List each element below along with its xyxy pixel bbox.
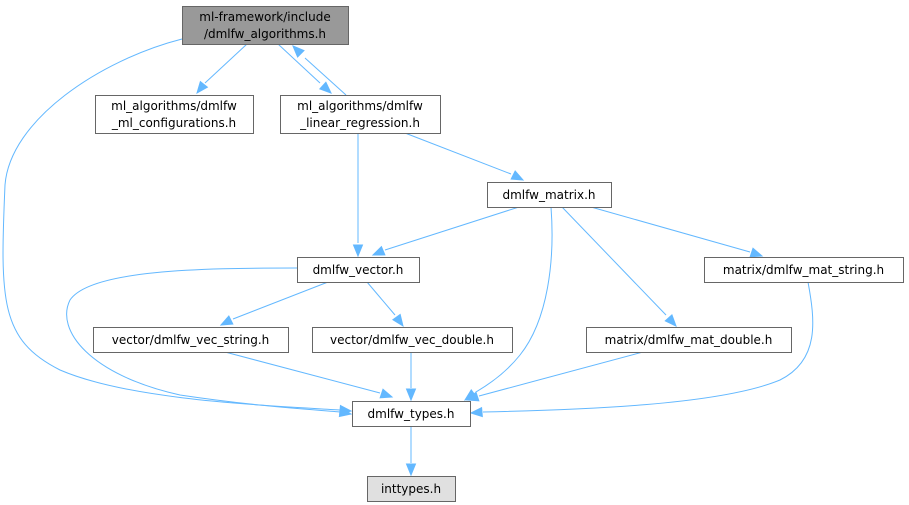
arrowhead-icon (391, 313, 404, 328)
edge-root-to-ml_config (196, 43, 248, 95)
node-box (95, 95, 254, 134)
edge-line (384, 206, 520, 251)
node-box (312, 327, 513, 353)
node-box (297, 257, 420, 283)
edge-matrix-to-mat_string (590, 206, 764, 258)
edge-vec_string-to-types (224, 351, 394, 399)
node-box (93, 327, 289, 353)
arrowhead-icon (405, 388, 417, 402)
node-box (586, 327, 792, 353)
arrowhead-icon (405, 463, 417, 477)
node-mat-string[interactable]: matrix/dmlfw_mat_string.h (704, 257, 904, 283)
node-label: /dmlfw_algorithms.h (204, 27, 326, 41)
edge-line (232, 281, 329, 320)
edge-mat_double-to-types (465, 351, 644, 402)
edge-vector-to-vec_double (366, 281, 404, 328)
arrowhead-icon (371, 245, 386, 256)
node-label: dmlfw_vector.h (313, 263, 404, 277)
edge-linreg-to-vector (352, 133, 364, 258)
edge-line (224, 351, 381, 394)
edge-vec_double-to-types (405, 352, 417, 402)
node-label: _ml_configurations.h (111, 116, 236, 130)
node-label: vector/dmlfw_vec_double.h (330, 333, 494, 347)
node-vec-double[interactable]: vector/dmlfw_vec_double.h (312, 327, 513, 353)
node-box (352, 401, 471, 427)
edge-types-to-inttypes (405, 426, 417, 477)
arrowhead-icon (352, 244, 364, 258)
arrowhead-icon (469, 406, 483, 418)
arrowhead-icon (379, 388, 394, 399)
node-label: vector/dmlfw_vec_string.h (112, 333, 270, 347)
arrowhead-icon (318, 81, 332, 94)
edge-line (482, 281, 814, 413)
node-matrix[interactable]: dmlfw_matrix.h (487, 182, 612, 208)
arrowhead-icon (749, 247, 764, 258)
edge-vector-to-types (66, 267, 353, 418)
node-label: _linear_regression.h (299, 116, 420, 130)
arrowhead-icon (510, 170, 525, 181)
edge-line (561, 206, 667, 316)
node-label: inttypes.h (381, 482, 441, 496)
edges-layer (2, 38, 814, 477)
edge-linreg-to-root (292, 45, 347, 96)
edge-line (478, 351, 644, 397)
edge-vector-to-vec_string (219, 281, 329, 326)
edge-line (590, 206, 751, 253)
edge-line (404, 132, 512, 175)
node-ml-config[interactable]: ml_algorithms/dmlfw _ml_configurations.h (95, 95, 254, 134)
edge-mat_string-to-types (469, 281, 814, 418)
node-box (182, 6, 349, 45)
node-box (280, 95, 441, 134)
edge-root-to-linreg (277, 43, 332, 94)
arrowhead-icon (196, 80, 209, 95)
node-label: dmlfw_types.h (368, 407, 455, 421)
edge-matrix-to-vector (371, 206, 520, 256)
arrowhead-icon (292, 45, 305, 58)
edge-line (66, 267, 341, 413)
edge-line (366, 281, 396, 316)
arrowhead-icon (664, 313, 677, 327)
node-linreg[interactable]: ml_algorithms/dmlfw _linear_regression.h (280, 95, 441, 134)
arrowhead-icon (338, 406, 353, 418)
node-label: matrix/dmlfw_mat_string.h (723, 263, 884, 277)
node-box (704, 257, 904, 283)
node-vector[interactable]: dmlfw_vector.h (297, 257, 420, 283)
node-types[interactable]: dmlfw_types.h (352, 401, 471, 427)
node-box (367, 476, 456, 502)
node-box (487, 182, 612, 208)
node-vec-string[interactable]: vector/dmlfw_vec_string.h (93, 327, 289, 353)
node-label: ml_algorithms/dmlfw (297, 99, 423, 113)
node-label: matrix/dmlfw_mat_double.h (605, 333, 773, 347)
edge-line (475, 206, 553, 393)
node-label: ml-framework/include (199, 10, 331, 24)
node-root[interactable]: ml-framework/include/dmlfw_algorithms.h (182, 6, 349, 45)
arrowhead-icon (219, 315, 234, 326)
arrowhead-icon (465, 391, 480, 402)
node-inttypes: inttypes.h (367, 476, 456, 502)
node-mat-double[interactable]: matrix/dmlfw_mat_double.h (586, 327, 792, 353)
edge-line (277, 43, 321, 84)
edge-line (2, 38, 341, 411)
node-label: ml_algorithms/dmlfw (111, 99, 237, 113)
node-label: dmlfw_matrix.h (502, 188, 595, 202)
edge-line (304, 57, 347, 96)
edge-line (204, 43, 248, 84)
nodes-layer: ml-framework/include/dmlfw_algorithms.hm… (93, 6, 904, 502)
edge-linreg-to-matrix (404, 132, 525, 181)
edge-matrix-to-mat_double (561, 206, 677, 327)
edge-matrix-to-types (463, 206, 553, 401)
